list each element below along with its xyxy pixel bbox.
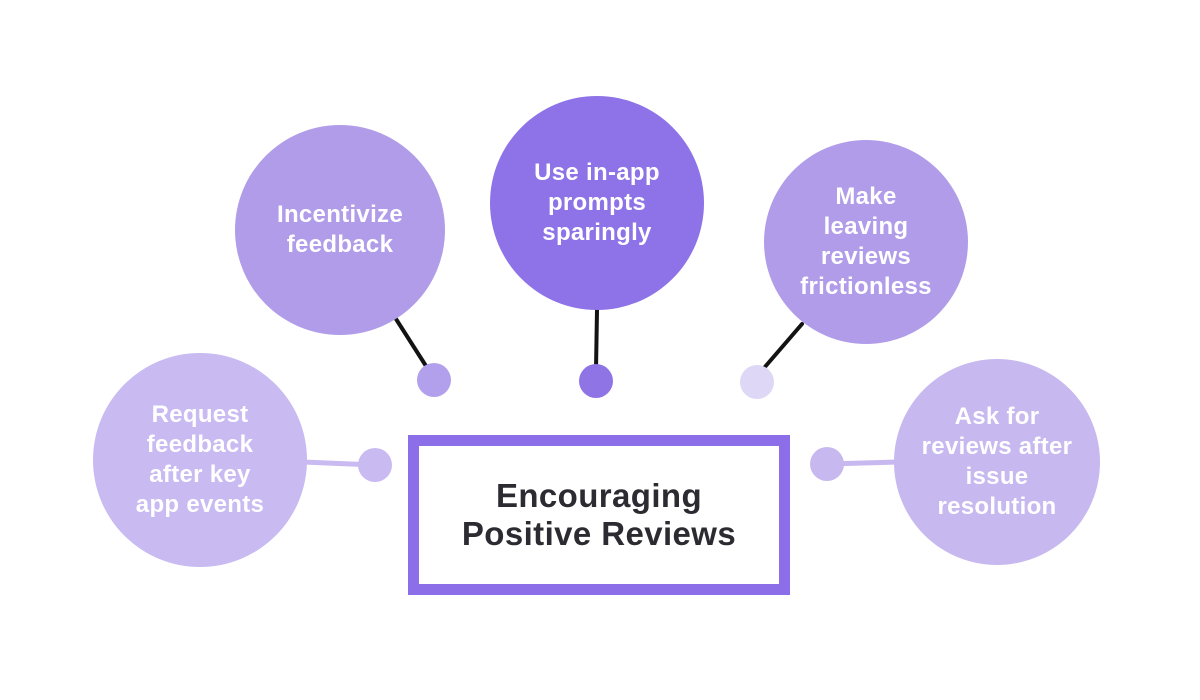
topic-bubble-use-in-app-prompts-sparingly: Use in-app prompts sparingly xyxy=(490,96,704,310)
topic-bubble-ask-for-reviews-after-issue-resolution: Ask for reviews after issue resolution xyxy=(894,359,1100,565)
topic-bubble-label: Ask for reviews after issue resolution xyxy=(921,403,1073,520)
connector-dot-top-right xyxy=(740,365,774,399)
connector-dot-mid-left xyxy=(358,448,392,482)
connector-line-incentivize xyxy=(394,317,428,368)
topic-bubble-request-feedback-after-key-app-events: Request feedback after key app events xyxy=(93,353,307,567)
central-topic-box: Encouraging Positive Reviews xyxy=(408,435,790,595)
central-topic-title: Encouraging Positive Reviews xyxy=(461,477,737,552)
topic-bubble-label: Incentivize feedback xyxy=(276,201,403,258)
connector-dot-top-center xyxy=(579,364,613,398)
connector-line-request-feedback xyxy=(300,459,378,468)
connector-line-in-app-prompts xyxy=(594,308,599,371)
connector-line-frictionless xyxy=(762,322,804,370)
topic-bubble-label: Make leaving reviews frictionless xyxy=(800,183,932,300)
connector-line-ask-reviews xyxy=(824,459,901,467)
connector-dot-top-left xyxy=(417,363,451,397)
topic-bubble-label: Request feedback after key app events xyxy=(135,401,265,518)
topic-bubble-make-leaving-reviews-frictionless: Make leaving reviews frictionless xyxy=(764,140,968,344)
topic-bubble-incentivize-feedback: Incentivize feedback xyxy=(235,125,445,335)
connector-dot-mid-right xyxy=(810,447,844,481)
topic-bubble-label: Use in-app prompts sparingly xyxy=(534,159,660,246)
